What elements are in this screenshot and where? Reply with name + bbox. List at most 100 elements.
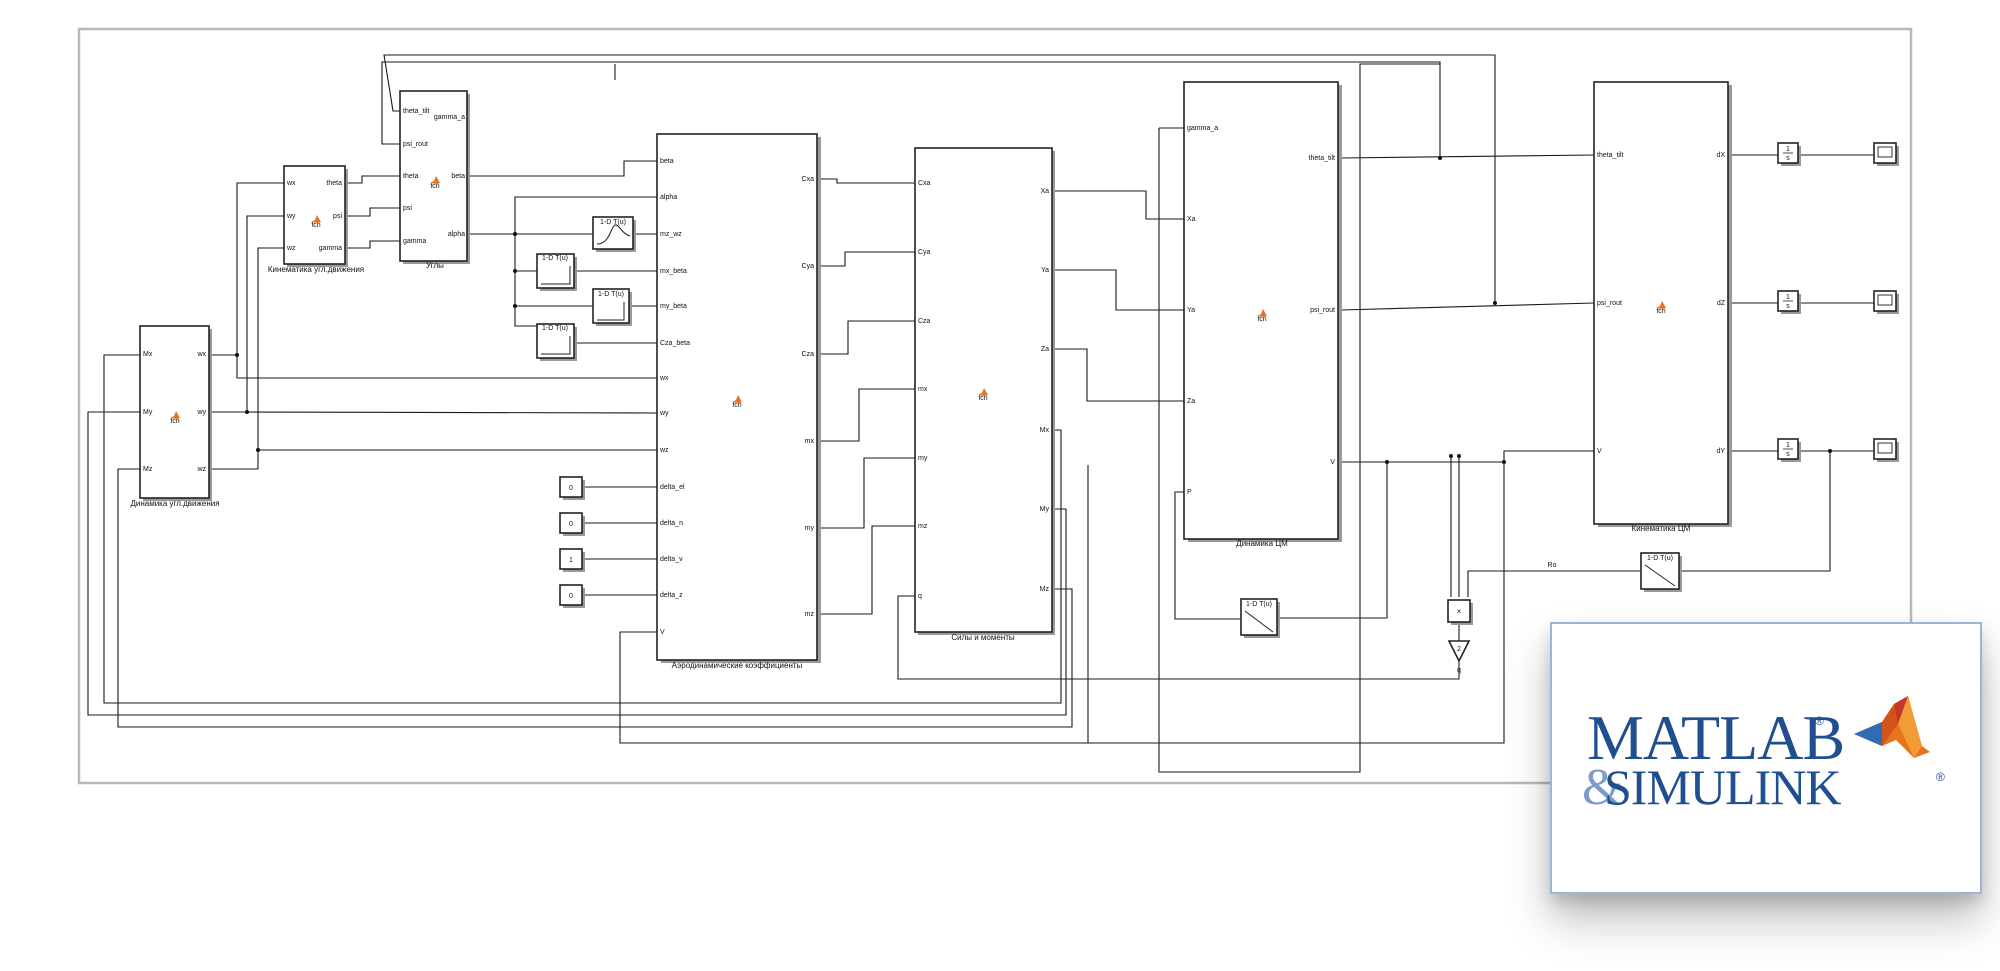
block-caption: Аэродинамические коэффициенты <box>672 661 803 670</box>
port-label: gamma <box>319 245 342 252</box>
port-label: wz <box>196 466 206 473</box>
lookup-table-czabeta[interactable]: 1-D T(u) <box>536 323 577 361</box>
port-label: Mx <box>143 351 153 358</box>
signal-label-q: q <box>1457 667 1461 674</box>
input-port-V: V <box>660 629 665 636</box>
output-port-Cya: Cya <box>802 263 815 270</box>
port-label: psi <box>333 213 342 220</box>
constant-value: 0 <box>569 521 573 528</box>
fcn-label: fcn <box>170 418 179 425</box>
integrator-num: 1 <box>1786 146 1790 153</box>
output-port-dZ: dZ <box>1717 300 1726 307</box>
product-block[interactable]: × <box>1447 599 1473 625</box>
input-port-wy: wy <box>659 410 669 417</box>
integrator-dy[interactable]: 1 s <box>1777 438 1801 462</box>
logo-line1: MATLAB <box>1587 702 1845 773</box>
input-port-beta: beta <box>660 158 674 165</box>
block-aero-coefficients[interactable]: betaalphamz_wzmx_betamy_betaCza_betawxwy… <box>656 133 821 670</box>
lookup-table-mzwz[interactable]: 1-D T(u) <box>592 216 636 252</box>
output-port-Mx: Mx <box>1040 427 1050 434</box>
port-label: wx <box>286 180 296 187</box>
constant-delta-v[interactable]: 1 <box>559 548 585 572</box>
input-port-mz_wz: mz_wz <box>660 231 682 238</box>
integrator-den: s <box>1786 451 1790 458</box>
integrator-den: s <box>1786 303 1790 310</box>
fcn-icon <box>1656 301 1666 309</box>
input-port-Cza_beta: Cza_beta <box>660 340 690 347</box>
output-port-Mz: Mz <box>1040 586 1050 593</box>
input-port-mx_beta: mx_beta <box>660 268 687 275</box>
signal-lines <box>87 54 1874 773</box>
output-port-Za: Za <box>1041 346 1049 353</box>
constant-delta-n[interactable]: 0 <box>559 512 585 536</box>
input-port-V: V <box>1597 448 1602 455</box>
port-label: psi <box>403 205 412 212</box>
block-angles[interactable]: theta_tilt psi_rout theta psi gamma gamm… <box>399 90 470 270</box>
input-port-delta_n: delta_n <box>660 520 683 527</box>
lookup-label: 1-D T(u) <box>1246 601 1272 608</box>
input-port-mz: mz <box>918 523 928 530</box>
input-port-delta_z: delta_z <box>660 592 683 599</box>
lookup-label: 1-D T(u) <box>542 255 568 262</box>
lookup-table-thrust[interactable]: 1-D T(u) <box>1240 598 1280 638</box>
port-label: wx <box>196 351 206 358</box>
registered-mark: ® <box>1815 714 1824 728</box>
output-port-mx: mx <box>805 438 815 445</box>
block-dynamics-rot[interactable]: Mx My Mz wx wy wz fcn Динамика угл.движе… <box>130 325 220 508</box>
scope-y[interactable] <box>1873 438 1899 462</box>
registered-mark: ® <box>1936 770 1945 784</box>
fcn-icon <box>1257 309 1267 317</box>
output-port-dX: dX <box>1716 152 1725 159</box>
port-labels: betaalphamz_wzmx_betamy_betaCza_betawxwy… <box>659 158 814 636</box>
integrator-dz[interactable]: 1 s <box>1777 290 1801 314</box>
input-port-Cxa: Cxa <box>918 180 931 187</box>
lookup-table-mybeta[interactable]: 1-D T(u) <box>592 288 632 326</box>
constant-delta-el[interactable]: 0 <box>559 476 585 500</box>
constant-delta-z[interactable]: 0 <box>559 584 585 608</box>
lookup-table-mxbeta[interactable]: 1-D T(u) <box>536 253 577 291</box>
lookup-label: 1-D T(u) <box>542 325 568 332</box>
fcn-label: fcn <box>430 183 439 190</box>
input-port-P: P <box>1187 489 1192 496</box>
constant-value: 0 <box>569 485 573 492</box>
scope-x[interactable] <box>1873 142 1899 166</box>
output-port-Ya: Ya <box>1041 267 1049 274</box>
gain-block[interactable]: 2 <box>1447 640 1471 663</box>
logo-line2: SIMULINK <box>1604 759 1841 815</box>
matlab-membrane-icon <box>1854 696 1930 758</box>
output-port-psi_rout: psi_rout <box>1310 307 1335 314</box>
fcn-icon <box>170 411 180 419</box>
output-port-Cza: Cza <box>802 351 815 358</box>
input-port-mx: mx <box>918 386 928 393</box>
input-port-Xa: Xa <box>1187 216 1196 223</box>
logo-ampersand: & <box>1582 759 1623 816</box>
input-port-delta_el: delta_el <box>660 484 685 491</box>
block-caption: Углы <box>426 261 444 270</box>
input-port-Cza: Cza <box>918 318 931 325</box>
block-kinematics-rot[interactable]: wx wy wz theta psi gamma fcn Кинематика … <box>268 165 364 274</box>
integrator-dx[interactable]: 1 s <box>1777 142 1801 166</box>
matlab-simulink-logo: MATLAB ® & SIMULINK ® <box>1550 622 1982 894</box>
block-caption: Кинематика ЦМ <box>1632 524 1691 533</box>
output-port-dY: dY <box>1716 448 1725 455</box>
input-port-q: q <box>918 593 922 600</box>
input-port-theta_tilt: theta_tilt <box>1597 152 1624 159</box>
port-label: gamma_a <box>434 114 465 121</box>
lookup-label: 1-D T(u) <box>600 219 626 226</box>
port-label: wz <box>286 245 296 252</box>
junction-dots <box>235 156 1832 464</box>
lookup-table-ro[interactable]: 1-D T(u) <box>1640 552 1682 592</box>
port-label: wy <box>196 409 206 416</box>
constant-value: 0 <box>569 593 573 600</box>
port-label: psi_rout <box>403 141 428 148</box>
product-symbol: × <box>1457 607 1462 616</box>
fcn-icon <box>978 388 988 396</box>
scope-z[interactable] <box>1873 290 1899 314</box>
input-port-wz: wz <box>659 447 669 454</box>
